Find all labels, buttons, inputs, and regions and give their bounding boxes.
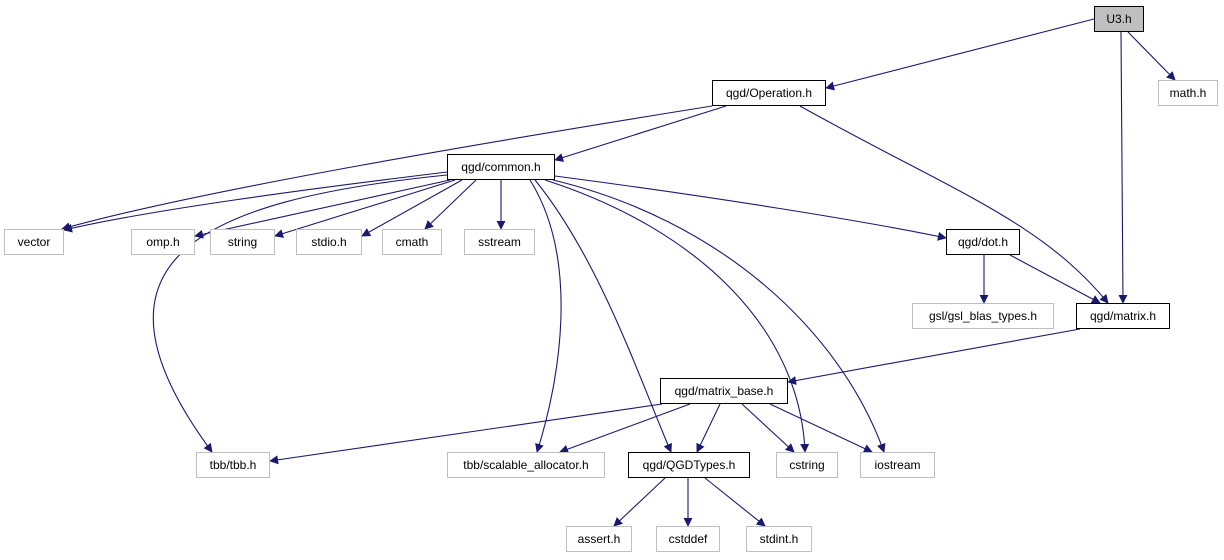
node-cmath: cmath	[382, 229, 442, 255]
edge-common-to-qgdtypes	[534, 179, 672, 453]
edge-matrix_base-to-scalable	[559, 403, 691, 454]
edge-common-to-vector	[63, 171, 448, 233]
edge-operation-to-common	[554, 105, 727, 162]
node-vector: vector	[4, 229, 64, 255]
edge-dot-to-matrix	[1009, 254, 1101, 304]
node-sstream: sstream	[464, 229, 535, 255]
node-cstddef: cstddef	[656, 526, 720, 552]
node-qgd-common-h[interactable]: qgd/common.h	[447, 154, 555, 180]
edge-operation-to-matrix	[799, 105, 1109, 304]
edge-u3-to-operation	[825, 18, 1095, 91]
node-qgd-matrix-base-h[interactable]: qgd/matrix_base.h	[660, 378, 788, 404]
node-qgd-matrix-h[interactable]: qgd/matrix.h	[1076, 303, 1170, 329]
edge-matrix_base-to-tbb	[269, 403, 663, 465]
node-scalable-allocator-h: tbb/scalable_allocator.h	[447, 452, 605, 478]
node-gsl-blas-types-h: gsl/gsl_blas_types.h	[912, 303, 1054, 329]
node-assert-h: assert.h	[566, 526, 632, 552]
edge-common-to-tbb	[152, 174, 448, 453]
node-omp-h: omp.h	[131, 229, 195, 255]
node-stdio-h: stdio.h	[296, 229, 362, 255]
node-u3-h[interactable]: U3.h	[1094, 6, 1144, 32]
edge-common-to-dot	[554, 175, 947, 241]
edge-matrix_base-to-qgdtypes	[696, 403, 721, 453]
edge-common-to-cstring	[544, 179, 810, 453]
edge-qgdtypes-to-stdint	[704, 477, 766, 527]
edge-common-to-omp	[194, 179, 451, 239]
edge-matrix_base-to-iostream	[769, 403, 873, 453]
node-tbb-h: tbb/tbb.h	[196, 452, 270, 478]
edge-common-to-iostream	[552, 179, 886, 453]
edges	[61, 18, 1176, 527]
edge-u3-to-matrix	[1118, 31, 1128, 304]
edge-u3-to-math	[1127, 31, 1176, 81]
node-stdint-h: stdint.h	[746, 526, 812, 552]
node-string: string	[210, 229, 275, 255]
edge-qgdtypes-to-assert	[613, 477, 666, 527]
edge-operation-to-vector	[61, 105, 713, 232]
edge-common-to-cmath	[424, 179, 477, 230]
node-math-h: math.h	[1158, 80, 1218, 106]
node-qgd-operation-h[interactable]: qgd/Operation.h	[712, 80, 826, 106]
edge-matrix_base-to-cstring	[741, 403, 795, 453]
node-iostream: iostream	[860, 452, 935, 478]
edge-common-to-string	[274, 179, 456, 238]
edge-common-to-scalable	[529, 179, 562, 453]
edge-common-to-stdio	[361, 179, 463, 237]
node-qgd-qgdtypes-h[interactable]: qgd/QGDTypes.h	[628, 452, 750, 478]
node-cstring: cstring	[776, 452, 838, 478]
edge-matrix-to-matrix_base	[787, 328, 1081, 385]
node-qgd-dot-h[interactable]: qgd/dot.h	[946, 229, 1020, 255]
